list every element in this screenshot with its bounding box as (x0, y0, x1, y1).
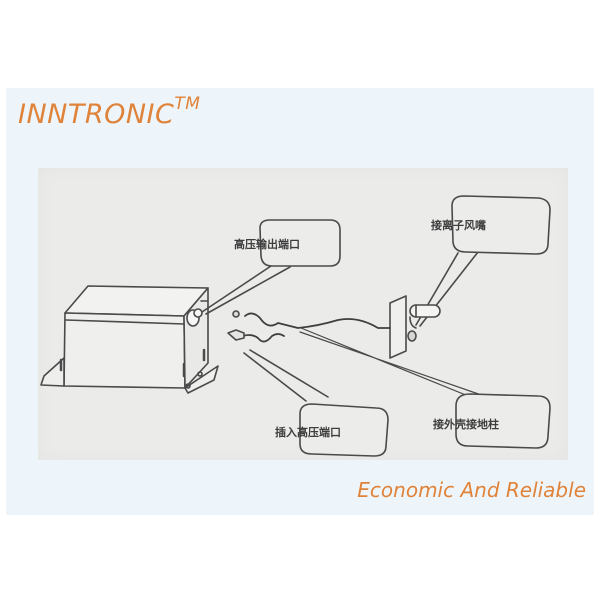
diagram-illustration (40, 195, 551, 457)
brand-name: INNTRONIC (18, 99, 175, 130)
callout-ion-air-nozzle: 接离子风嘴 (431, 219, 486, 232)
tagline: Economic And Reliable (357, 478, 586, 502)
ion-nozzle-bracket-icon (389, 295, 441, 359)
power-supply-box-icon (40, 285, 219, 394)
brand-logo: INNTRONICTM (18, 94, 200, 130)
callout-insert-hv-port: 插入高压端口 (275, 426, 341, 439)
callout-hv-output-port: 高压输出端口 (234, 238, 300, 251)
trademark-symbol: TM (174, 94, 201, 114)
wiring-diagram-photo: 高压输出端口 接离子风嘴 插入高压端口 接外壳接地柱 (38, 168, 568, 460)
callout-case-ground-post: 接外壳接地柱 (433, 418, 499, 431)
